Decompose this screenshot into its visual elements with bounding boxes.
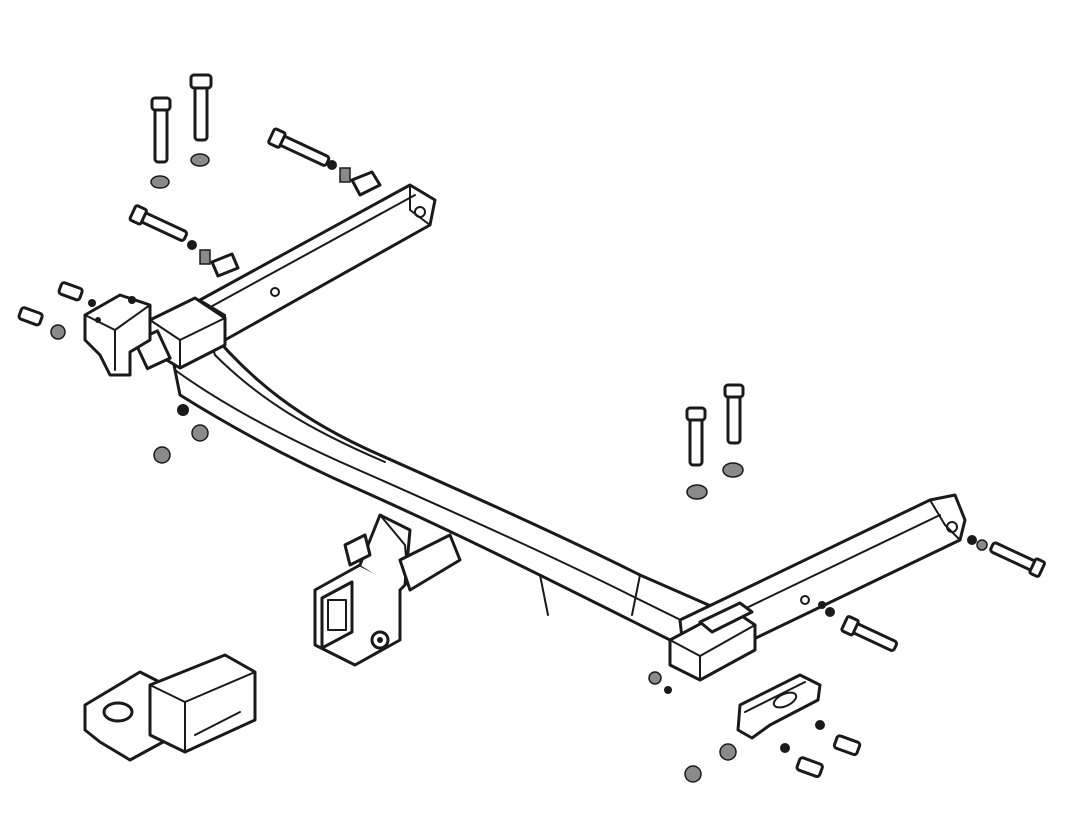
ball-mount — [83, 653, 257, 762]
washer-icon — [722, 462, 744, 478]
bolt-icon — [267, 127, 331, 167]
right-side-arm — [668, 493, 967, 682]
left-side-arm — [133, 183, 437, 371]
bolt-icon — [685, 406, 707, 467]
washer-icon — [190, 153, 210, 167]
washer-icon — [150, 175, 170, 189]
receiver-tube — [313, 513, 462, 667]
right-bracket — [736, 673, 822, 740]
bolt-icon — [832, 734, 862, 757]
crossbar — [168, 323, 722, 657]
bolt-icon — [840, 615, 899, 652]
left-bracket — [83, 293, 152, 377]
bolt-icon — [989, 541, 1046, 578]
washer-icon — [686, 484, 708, 500]
bolt-icon — [128, 204, 189, 242]
bolt-icon — [723, 383, 745, 445]
bolt-icon — [795, 756, 824, 779]
bolt-icon — [150, 96, 172, 164]
fasteners — [17, 73, 1046, 783]
bolt-icon — [17, 306, 44, 327]
bolt-icon — [57, 281, 84, 302]
bolt-icon — [189, 73, 213, 142]
